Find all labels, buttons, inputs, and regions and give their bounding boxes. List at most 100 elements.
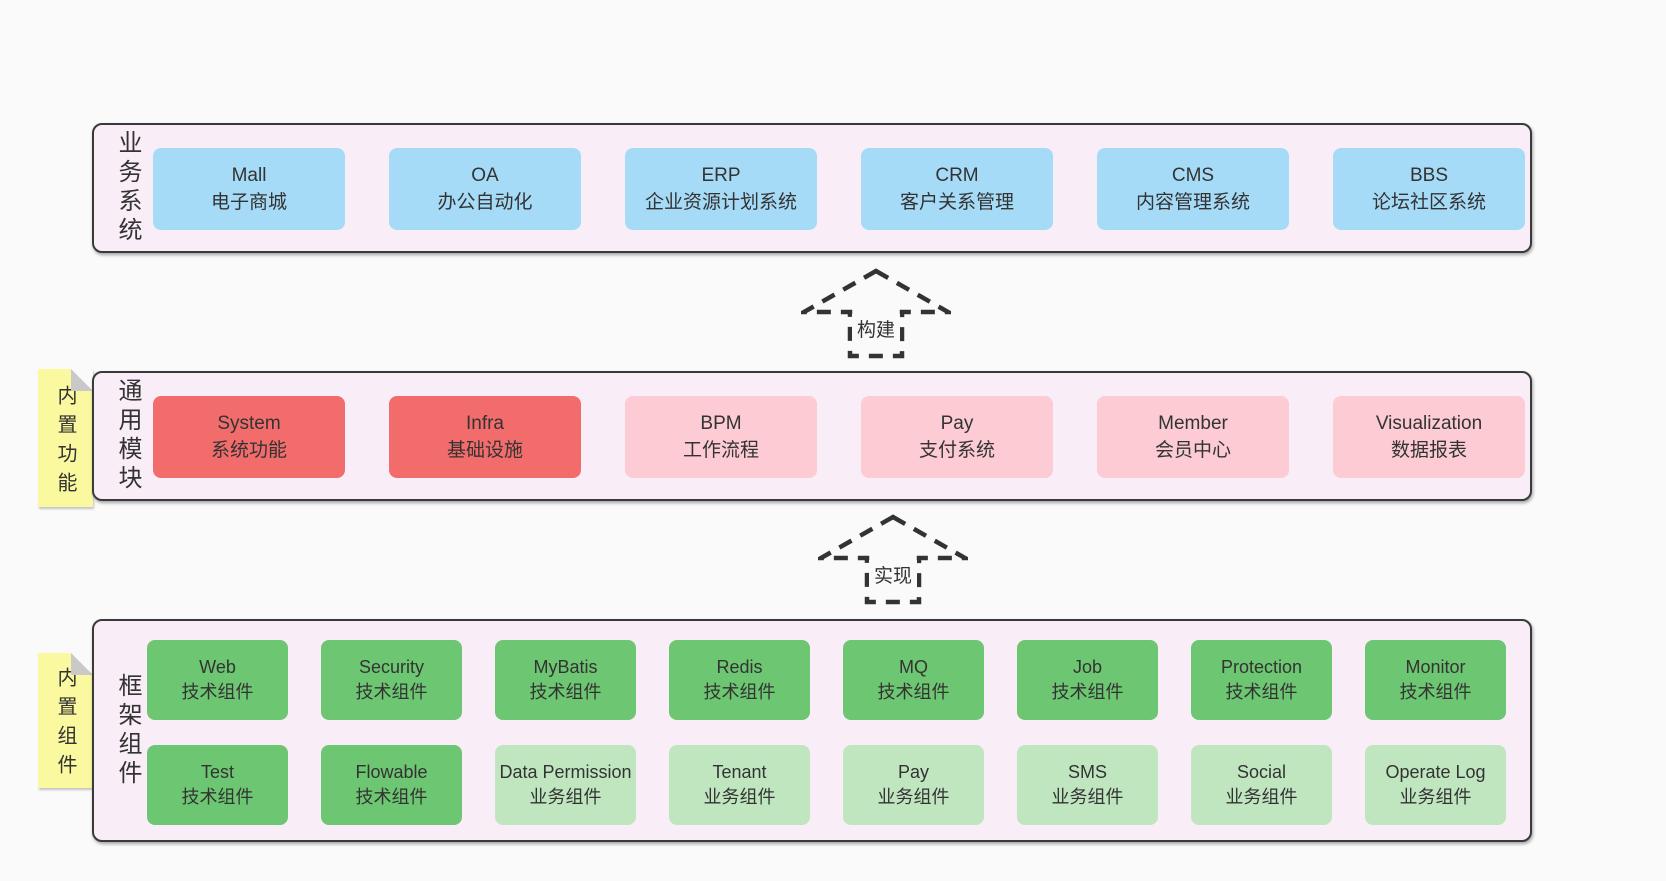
box-flowable: Flowable 技术组件 <box>321 745 462 825</box>
box-sms: SMS 业务组件 <box>1017 745 1158 825</box>
box-title: Operate Log <box>1385 762 1486 782</box>
box-title: Monitor <box>1405 657 1466 677</box>
box-subtitle: 技术组件 <box>1399 682 1472 702</box>
box-title: Social <box>1236 762 1287 782</box>
box-title: SMS <box>1067 762 1107 782</box>
box-title: Web <box>199 657 236 677</box>
box-title: Protection <box>1220 657 1303 677</box>
framework-box-row-1: Web 技术组件 Security 技术组件 MyBatis 技术组件 Redi… <box>147 640 1506 720</box>
box-subtitle: 业务组件 <box>1225 787 1298 807</box>
box-title: OA <box>471 165 499 186</box>
sticky-tab-builtin-features: 内置功能 <box>38 369 93 507</box>
box-subtitle: 客户关系管理 <box>899 192 1014 213</box>
sticky-tab-builtin-features-label: 内置功能 <box>54 384 76 501</box>
box-subtitle: 业务组件 <box>529 787 602 807</box>
box-title: Infra <box>465 413 505 434</box>
box-subtitle: 基础设施 <box>446 440 523 461</box>
box-title: ERP <box>701 165 741 186</box>
box-protection: Protection 技术组件 <box>1191 640 1332 720</box>
box-system: System 系统功能 <box>153 396 345 478</box>
panel-common-modules-label: 通用模块 <box>114 378 141 494</box>
box-subtitle: 业务组件 <box>877 787 950 807</box>
box-subtitle: 业务组件 <box>1399 787 1472 807</box>
panel-common-modules: 通用模块 System 系统功能 Infra 基础设施 BPM 工作流程 Pay… <box>92 371 1532 501</box>
box-title: Pay <box>897 762 930 782</box>
box-title: Security <box>358 657 425 677</box>
panel-framework-components: 框架组件 Web 技术组件 Security 技术组件 MyBatis 技术组件… <box>92 619 1532 842</box>
sticky-tab-builtin-components-label: 内置组件 <box>54 667 76 783</box>
box-subtitle: 技术组件 <box>1225 682 1298 702</box>
box-oa: OA 办公自动化 <box>389 148 581 230</box>
panel-framework-label: 框架组件 <box>114 672 141 789</box>
box-subtitle: 技术组件 <box>1051 682 1124 702</box>
box-title: BPM <box>700 413 742 434</box>
box-title: Redis <box>716 657 763 677</box>
box-subtitle: 工作流程 <box>682 440 759 461</box>
arrow-build: 构建 <box>801 268 951 360</box>
box-subtitle: 数据报表 <box>1390 440 1467 461</box>
box-subtitle: 技术组件 <box>355 682 428 702</box>
box-title: MQ <box>899 657 928 677</box>
box-social: Social 业务组件 <box>1191 745 1332 825</box>
panel-business-label: 业务系统 <box>114 130 141 246</box>
box-visualization: Visualization 数据报表 <box>1333 396 1525 478</box>
box-title: Mall <box>231 165 267 186</box>
box-cms: CMS 内容管理系统 <box>1097 148 1289 230</box>
box-subtitle: 业务组件 <box>1051 787 1124 807</box>
box-subtitle: 技术组件 <box>529 682 602 702</box>
box-subtitle: 企业资源计划系统 <box>644 192 797 213</box>
box-tenant: Tenant 业务组件 <box>669 745 810 825</box>
business-box-row: Mall 电子商城 OA 办公自动化 ERP 企业资源计划系统 CRM 客户关系… <box>153 148 1525 230</box>
box-test: Test 技术组件 <box>147 745 288 825</box>
box-bbs: BBS 论坛社区系统 <box>1333 148 1525 230</box>
modules-box-row: System 系统功能 Infra 基础设施 BPM 工作流程 Pay 支付系统… <box>153 396 1525 478</box>
box-member: Member 会员中心 <box>1097 396 1289 478</box>
box-crm: CRM 客户关系管理 <box>861 148 1053 230</box>
box-security: Security 技术组件 <box>321 640 462 720</box>
box-subtitle: 业务组件 <box>703 787 776 807</box>
box-subtitle: 技术组件 <box>703 682 776 702</box>
box-subtitle: 技术组件 <box>181 682 254 702</box>
box-infra: Infra 基础设施 <box>389 396 581 478</box>
box-subtitle: 系统功能 <box>210 440 287 461</box>
panel-business-systems: 业务系统 Mall 电子商城 OA 办公自动化 ERP 企业资源计划系统 CRM… <box>92 123 1532 253</box>
box-monitor: Monitor 技术组件 <box>1365 640 1506 720</box>
box-pay: Pay 业务组件 <box>843 745 984 825</box>
box-web: Web 技术组件 <box>147 640 288 720</box>
box-subtitle: 内容管理系统 <box>1135 192 1250 213</box>
framework-box-row-2: Test 技术组件 Flowable 技术组件 Data Permission … <box>147 745 1506 825</box>
box-subtitle: 技术组件 <box>181 787 254 807</box>
box-subtitle: 办公自动化 <box>437 192 533 213</box>
box-mybatis: MyBatis 技术组件 <box>495 640 636 720</box>
box-title: Tenant <box>712 762 767 782</box>
box-title: Pay <box>940 413 974 434</box>
box-subtitle: 技术组件 <box>877 682 950 702</box>
box-redis: Redis 技术组件 <box>669 640 810 720</box>
box-title: BBS <box>1409 165 1449 186</box>
arrow-implement: 实现 <box>818 514 968 606</box>
box-title: MyBatis <box>533 657 598 677</box>
box-subtitle: 支付系统 <box>918 440 995 461</box>
sticky-tab-builtin-components: 内置组件 <box>38 653 93 788</box>
box-mall: Mall 电子商城 <box>153 148 345 230</box>
box-title: Visualization <box>1375 413 1483 434</box>
arrow-build-label: 构建 <box>851 314 901 343</box>
box-title: Job <box>1072 657 1103 677</box>
box-data-permission: Data Permission 业务组件 <box>495 745 636 825</box>
box-mq: MQ 技术组件 <box>843 640 984 720</box>
box-title: Member <box>1158 413 1228 434</box>
box-bpm: BPM 工作流程 <box>625 396 817 478</box>
box-subtitle: 论坛社区系统 <box>1371 192 1486 213</box>
box-title: Flowable <box>355 762 428 782</box>
arrow-implement-label: 实现 <box>868 560 918 589</box>
box-erp: ERP 企业资源计划系统 <box>625 148 817 230</box>
box-pay: Pay 支付系统 <box>861 396 1053 478</box>
box-job: Job 技术组件 <box>1017 640 1158 720</box>
box-subtitle: 会员中心 <box>1154 440 1231 461</box>
box-title: CRM <box>935 165 979 186</box>
box-title: System <box>217 413 281 434</box>
box-subtitle: 电子商城 <box>210 192 287 213</box>
box-title: Test <box>200 762 234 782</box>
box-title: Data Permission <box>499 762 632 782</box>
